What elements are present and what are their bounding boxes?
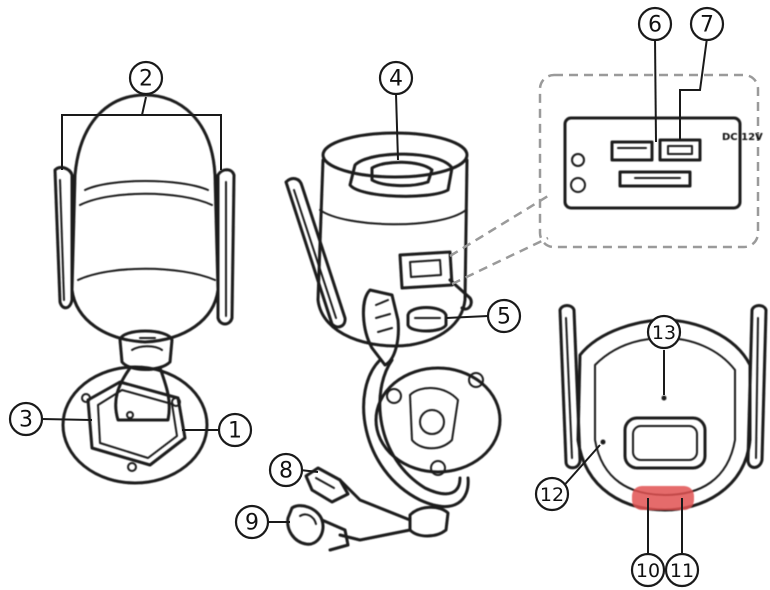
callout-11: 11 bbox=[664, 552, 700, 588]
svg-text:1: 1 bbox=[228, 419, 242, 444]
svg-text:7: 7 bbox=[700, 13, 714, 38]
svg-text:3: 3 bbox=[19, 408, 33, 433]
rear-view-camera bbox=[53, 93, 236, 485]
svg-text:5: 5 bbox=[497, 305, 511, 330]
side-view-camera bbox=[284, 131, 502, 552]
svg-text:10: 10 bbox=[636, 560, 660, 582]
svg-text:9: 9 bbox=[245, 511, 259, 536]
callout-5-leader bbox=[445, 315, 489, 319]
front-view-camera bbox=[558, 304, 768, 512]
svg-text:2: 2 bbox=[139, 67, 153, 92]
indicator-light bbox=[632, 486, 694, 510]
callout-8: 8 bbox=[268, 452, 304, 488]
svg-text:4: 4 bbox=[389, 67, 403, 92]
callout-4: 4 bbox=[378, 60, 414, 96]
svg-text:13: 13 bbox=[652, 322, 676, 344]
callout-6-leader bbox=[654, 37, 657, 143]
callout-9: 9 bbox=[234, 504, 270, 540]
callout-2: 2 bbox=[128, 60, 164, 96]
callout-7-leader bbox=[679, 37, 708, 140]
callout-3-leader bbox=[41, 418, 93, 421]
callout-10: 10 bbox=[630, 552, 666, 588]
callout-12-leader bbox=[559, 444, 601, 491]
callout-5: 5 bbox=[486, 298, 522, 334]
svg-text:8: 8 bbox=[279, 459, 293, 484]
callout-2-bracket bbox=[61, 114, 222, 170]
callout-7: 7 bbox=[689, 6, 725, 42]
zoom-panel-frame bbox=[538, 73, 760, 249]
callout-13: 13 bbox=[646, 314, 682, 350]
port-panel-mark: DC 12V bbox=[722, 132, 763, 143]
svg-text:12: 12 bbox=[540, 484, 564, 506]
callout-3: 3 bbox=[8, 401, 44, 437]
zoom-line-upper bbox=[449, 194, 549, 258]
callout-4-leader bbox=[395, 93, 399, 161]
svg-text:6: 6 bbox=[648, 13, 662, 38]
callout-2-leader bbox=[141, 96, 147, 116]
port-panel: DC 12V bbox=[563, 116, 763, 210]
svg-text:11: 11 bbox=[670, 560, 694, 582]
callout-12: 12 bbox=[534, 476, 570, 512]
callout-6: 6 bbox=[637, 6, 673, 42]
callout-1: 1 bbox=[217, 412, 253, 448]
zoom-line-lower bbox=[451, 236, 549, 286]
